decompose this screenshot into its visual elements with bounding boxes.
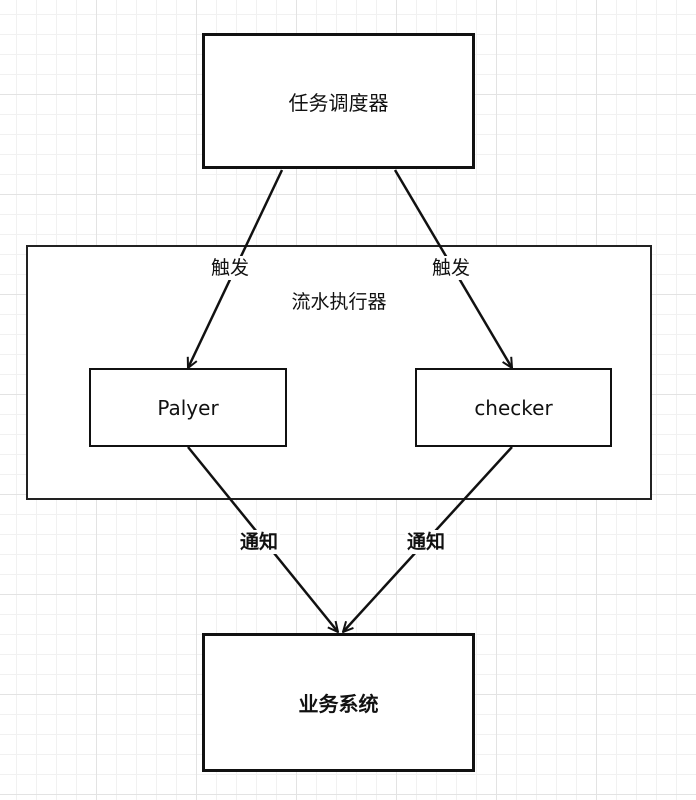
scheduler-node-label: 任务调度器 — [288, 90, 389, 115]
edge-label-notify-right: 通知 — [405, 530, 448, 554]
executor-group-label: 流水执行器 — [291, 291, 387, 313]
scheduler-node: 任务调度器 — [202, 33, 475, 169]
edge-label-notify-left: 通知 — [238, 530, 281, 554]
edge-label-trigger-right: 触发 — [430, 256, 473, 280]
checker-node-label: checker — [474, 395, 553, 420]
edge-label-trigger-left: 触发 — [209, 256, 252, 280]
player-node-label: Palyer — [157, 395, 219, 420]
checker-node: checker — [415, 368, 612, 447]
player-node: Palyer — [89, 368, 287, 447]
business-node-label: 业务系统 — [298, 692, 379, 716]
business-node: 业务系统 — [202, 633, 475, 772]
